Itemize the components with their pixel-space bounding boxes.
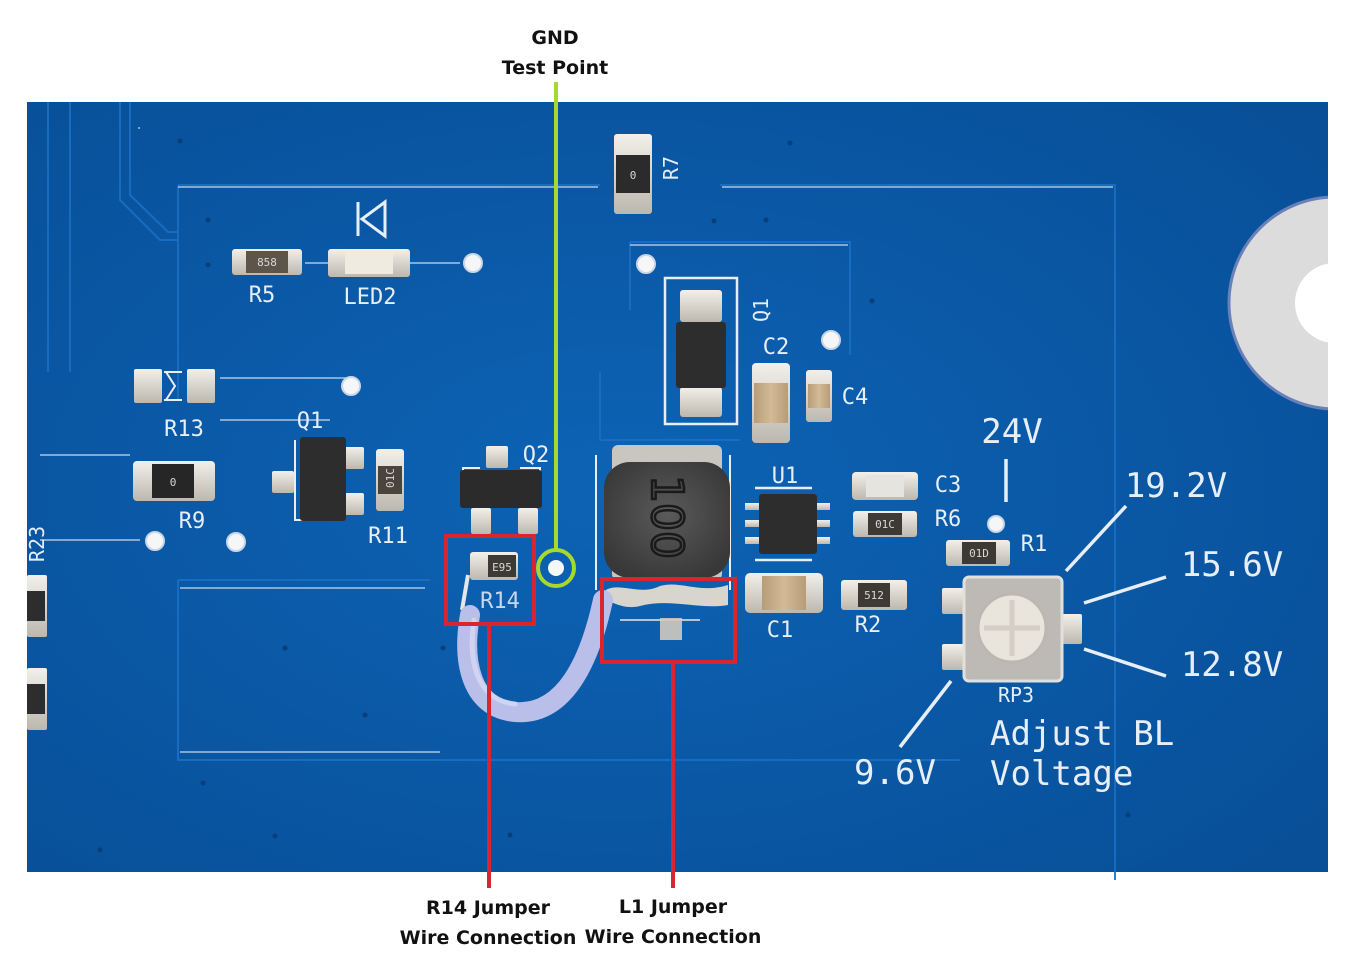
capacitor-c1 bbox=[745, 573, 823, 613]
label-q1-transistor: Q1 bbox=[297, 409, 324, 434]
jumper-wire bbox=[457, 590, 613, 723]
label-c1: C1 bbox=[767, 618, 794, 643]
label-adjust-bl: Adjust BL bbox=[990, 714, 1174, 754]
label-r23: R23 bbox=[25, 526, 49, 562]
l1-highlight-box bbox=[600, 577, 737, 664]
resistor-r7: 0 bbox=[614, 134, 652, 214]
label-r2: R2 bbox=[855, 613, 882, 638]
r1-marking: 01D bbox=[969, 547, 989, 560]
drill-dots bbox=[97, 138, 1131, 853]
l1-marking: 100 bbox=[641, 475, 692, 559]
capacitor-c4 bbox=[806, 370, 832, 422]
vias bbox=[145, 253, 1005, 552]
l1-callout-line2: Wire Connection bbox=[585, 926, 762, 948]
r14-jumper-callout: R14 Jumper Wire Connection bbox=[400, 534, 577, 949]
r14-marking: E95 bbox=[492, 561, 512, 574]
label-voltage: Voltage bbox=[990, 754, 1133, 794]
gnd-callout-line1: GND bbox=[531, 27, 578, 49]
r14-callout-line2: Wire Connection bbox=[400, 927, 577, 949]
r7-marking: 0 bbox=[630, 169, 637, 182]
label-q2: Q2 bbox=[523, 443, 550, 468]
resistor-r13-pads bbox=[134, 369, 215, 403]
r9-marking: 0 bbox=[170, 476, 177, 489]
l1-solder-joint bbox=[606, 584, 728, 640]
label-led2: LED2 bbox=[344, 285, 397, 310]
transistor-q2 bbox=[460, 446, 542, 534]
label-r6: R6 bbox=[935, 507, 962, 532]
capacitor-c3 bbox=[852, 472, 918, 500]
label-r7: R7 bbox=[659, 156, 683, 180]
jumper-wire-highlight bbox=[469, 617, 518, 707]
resistor-r2: 512 bbox=[841, 580, 907, 610]
label-24v: 24V bbox=[981, 412, 1042, 452]
pcb-silk-lines bbox=[40, 127, 1113, 753]
diode-q1 bbox=[676, 290, 726, 417]
r11-marking: 01C bbox=[384, 468, 397, 488]
inductor-l1: 100 bbox=[595, 445, 731, 590]
label-19-2v: 19.2V bbox=[1125, 466, 1227, 506]
l1-callout-line1: L1 Jumper bbox=[619, 896, 728, 918]
label-q1-diode: Q1 bbox=[749, 298, 773, 322]
resistor-r9: 0 bbox=[133, 461, 215, 501]
r14-callout-line1: R14 Jumper bbox=[426, 897, 551, 919]
r5-marking: 858 bbox=[257, 256, 277, 269]
label-c2: C2 bbox=[763, 335, 790, 360]
r6-marking: 01C bbox=[875, 518, 895, 531]
resistor-r1: 01D bbox=[946, 540, 1010, 566]
label-c4: C4 bbox=[842, 385, 869, 410]
label-r13: R13 bbox=[164, 417, 204, 442]
gnd-test-point-callout: GND Test Point bbox=[502, 27, 608, 588]
left-edge-resistors bbox=[27, 575, 47, 730]
potentiometer-rp3[interactable] bbox=[942, 575, 1082, 683]
label-c3: C3 bbox=[935, 473, 962, 498]
label-r11: R11 bbox=[368, 524, 408, 549]
l1-jumper-callout: L1 Jumper Wire Connection bbox=[585, 577, 762, 948]
gnd-highlight-ring bbox=[536, 548, 576, 588]
r2-marking: 512 bbox=[864, 589, 884, 602]
board-right-edge-mask bbox=[1328, 95, 1350, 885]
resistor-r5: 858 bbox=[232, 249, 302, 275]
label-r1: R1 bbox=[1021, 532, 1048, 557]
resistor-r11: 01C bbox=[376, 449, 404, 511]
label-r9: R9 bbox=[179, 509, 206, 534]
label-15-6v: 15.6V bbox=[1181, 545, 1283, 585]
label-12-8v: 12.8V bbox=[1181, 645, 1283, 685]
label-rp3: RP3 bbox=[998, 683, 1034, 707]
led-led2 bbox=[328, 249, 410, 277]
led-polarity-symbol bbox=[356, 199, 387, 239]
pcb-traces bbox=[47, 102, 1116, 880]
resistor-r6: 01C bbox=[853, 511, 917, 537]
q1-silk-outline bbox=[663, 276, 739, 426]
capacitor-c2 bbox=[752, 363, 790, 443]
label-9-6v: 9.6V bbox=[854, 753, 936, 793]
ic-u1 bbox=[745, 486, 830, 562]
label-u1: U1 bbox=[772, 464, 799, 489]
resistor-r14: E95 bbox=[460, 552, 518, 611]
label-r14: R14 bbox=[480, 589, 520, 614]
voltage-pointer-lines bbox=[898, 459, 1167, 749]
gnd-callout-line2: Test Point bbox=[502, 57, 608, 79]
label-r5: R5 bbox=[249, 283, 276, 308]
transistor-q1 bbox=[272, 437, 364, 521]
gnd-test-point[interactable] bbox=[548, 560, 564, 576]
